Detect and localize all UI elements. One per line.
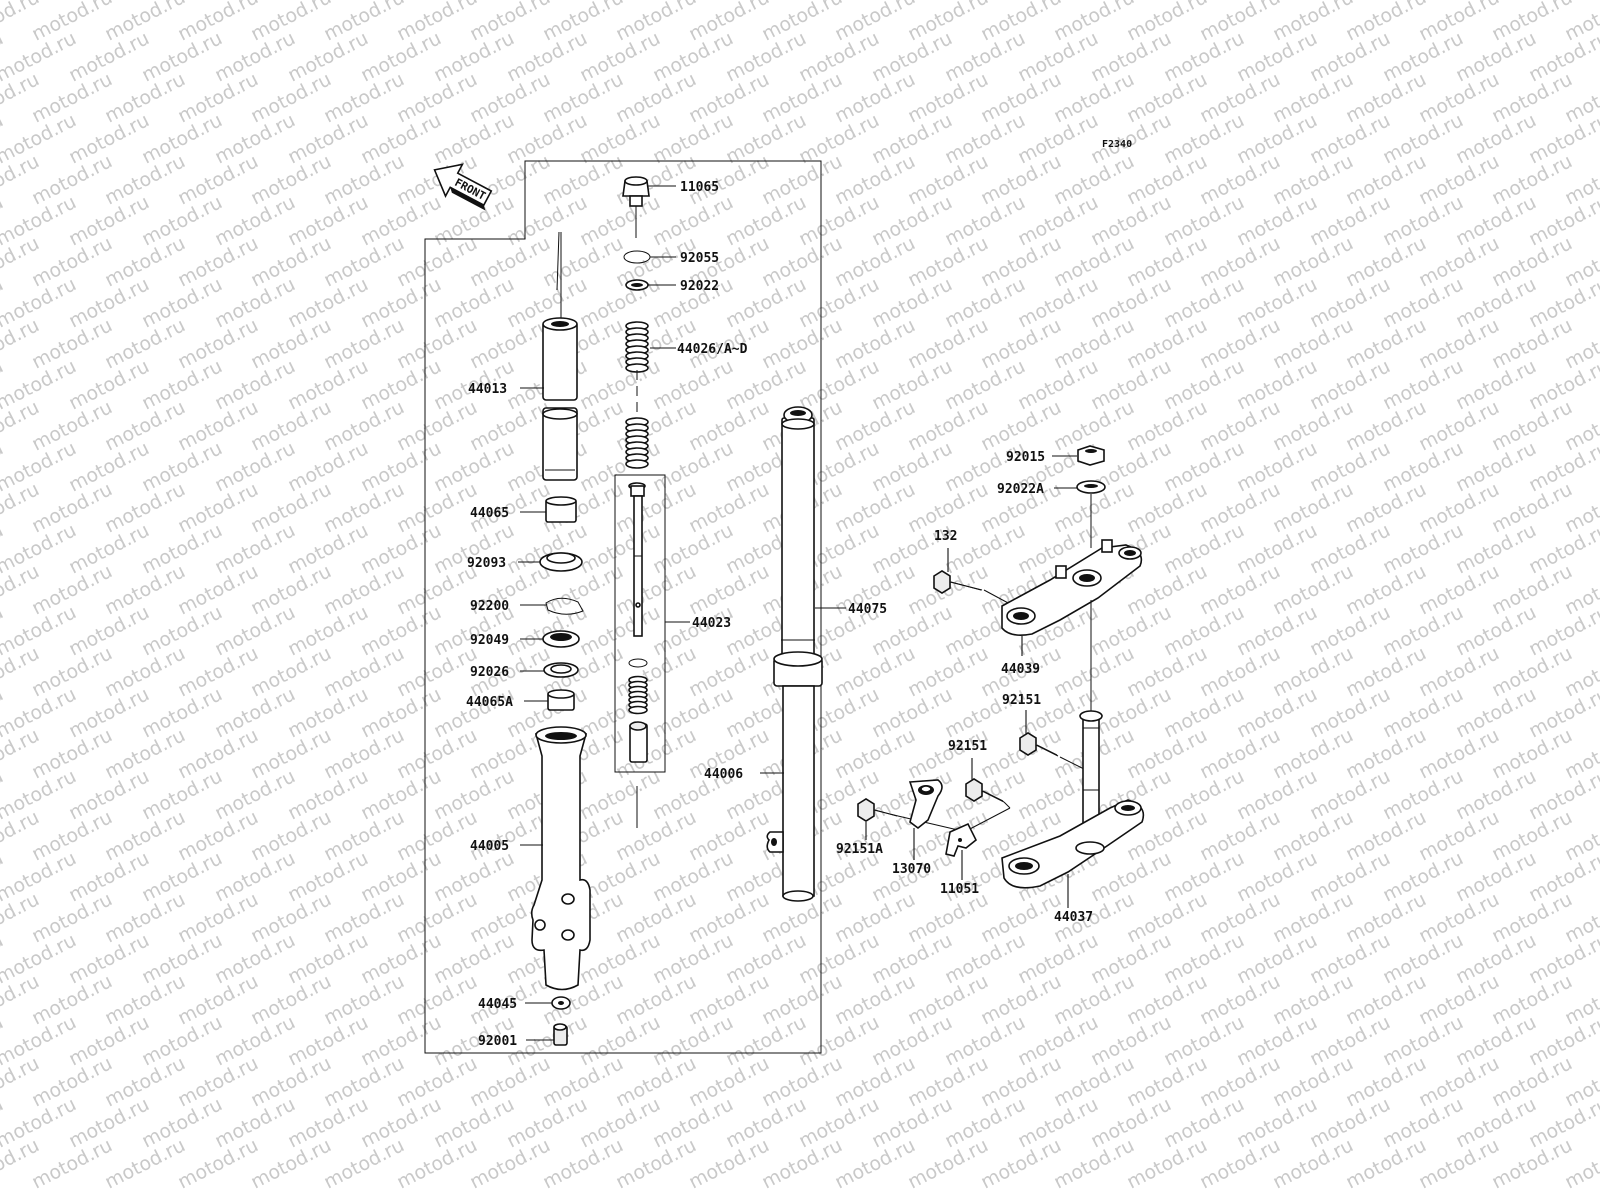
label-92151-lower: 92151 bbox=[948, 739, 987, 754]
part-92022A-washer bbox=[1076, 480, 1106, 494]
label-92026: 92026 bbox=[470, 665, 509, 680]
label-44005: 44005 bbox=[470, 839, 509, 854]
part-44065A-bushing bbox=[547, 689, 575, 711]
label-92015: 92015 bbox=[1006, 450, 1045, 465]
label-44013: 44013 bbox=[468, 382, 507, 397]
part-92026-washer bbox=[543, 662, 579, 678]
part-92001-bolt bbox=[553, 1023, 568, 1046]
label-92093: 92093 bbox=[467, 556, 506, 571]
label-44023: 44023 bbox=[692, 616, 731, 631]
label-92001: 92001 bbox=[478, 1034, 517, 1049]
label-92055: 92055 bbox=[680, 251, 719, 266]
label-44039: 44039 bbox=[1001, 662, 1040, 677]
part-92022-washer bbox=[625, 279, 649, 291]
label-44065A: 44065A bbox=[466, 695, 513, 710]
part-44065-bushing bbox=[545, 496, 577, 523]
label-92049: 92049 bbox=[470, 633, 509, 648]
label-44037: 44037 bbox=[1054, 910, 1093, 925]
label-92200: 92200 bbox=[470, 599, 509, 614]
part-44075-inner-tube bbox=[781, 406, 815, 659]
label-92151-upper: 92151 bbox=[1002, 693, 1041, 708]
label-92151A: 92151A bbox=[836, 842, 883, 857]
label-92022A: 92022A bbox=[997, 482, 1044, 497]
part-44013-tube bbox=[542, 317, 578, 481]
label-44026: 44026/A~D bbox=[677, 342, 748, 357]
part-44023-spring bbox=[628, 675, 648, 715]
label-44045: 44045 bbox=[478, 997, 517, 1012]
label-44006: 44006 bbox=[704, 767, 743, 782]
label-11051: 11051 bbox=[940, 882, 979, 897]
label-44065: 44065 bbox=[470, 506, 509, 521]
part-13070-bracket bbox=[908, 779, 943, 830]
label-92022: 92022 bbox=[680, 279, 719, 294]
diagram-code: F2340 bbox=[1102, 139, 1132, 150]
label-11065: 11065 bbox=[680, 180, 719, 195]
label-13070: 13070 bbox=[892, 862, 931, 877]
label-44075: 44075 bbox=[848, 602, 887, 617]
label-132: 132 bbox=[934, 529, 957, 544]
part-92093-dust-seal bbox=[539, 552, 583, 572]
part-92015-nut bbox=[1077, 445, 1105, 466]
part-44045-washer bbox=[551, 996, 571, 1010]
part-92049-oil-seal bbox=[542, 630, 580, 648]
